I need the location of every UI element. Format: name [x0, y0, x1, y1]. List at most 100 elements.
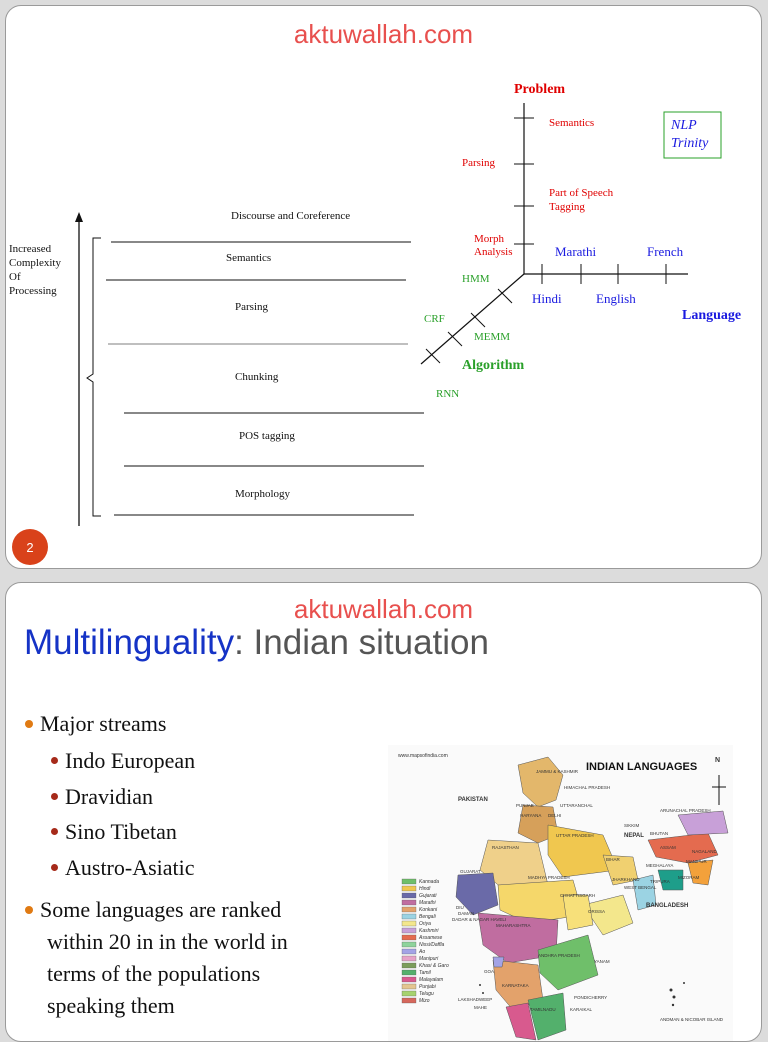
page-number-badge: 2	[12, 529, 48, 565]
legend-swatch	[401, 906, 417, 913]
sub-bullet-indo-european: Indo European	[51, 748, 195, 774]
algorithm-crf: CRF	[424, 313, 445, 325]
layer-chunking: Chunking	[235, 371, 279, 383]
legend-swatch	[401, 948, 417, 955]
region-up	[547, 824, 619, 878]
map-source: www.mapsofindia.com	[398, 753, 448, 759]
region-jk	[517, 756, 564, 808]
map-label: BANGLADESH	[646, 903, 689, 909]
region-orissa	[582, 894, 634, 936]
algorithm-axis	[420, 273, 525, 365]
map-title: INDIAN LANGUAGES	[586, 761, 698, 773]
watermark: aktuwallah.com	[293, 594, 474, 624]
map-label: MIZORAM	[678, 875, 700, 880]
map-label: WEST BENGAL	[624, 885, 657, 890]
legend-label: Telugu	[419, 990, 434, 997]
sub-bullet-austro-asiatic: Austro-Asiatic	[51, 855, 195, 881]
bullet-dot-icon	[51, 864, 58, 872]
bullet-dot-icon	[51, 828, 58, 836]
bullet-dot-icon	[25, 905, 33, 914]
region-assam	[647, 832, 719, 864]
india-languages-map: www.mapsofindia.com INDIAN LANGUAGES N J…	[388, 745, 733, 1041]
bullet-languages-ranked: Some languages are ranked within 20 in i…	[25, 894, 288, 1022]
north-label: N	[715, 757, 721, 764]
legend-label: Manipuri	[419, 955, 439, 962]
slide-multilinguality: aktuwallah.com Multilinguality: Indian s…	[5, 582, 762, 1042]
legend-swatch	[401, 878, 417, 885]
legend-swatch	[401, 969, 417, 976]
language-marathi: Marathi	[555, 244, 597, 259]
slide-nlp-trinity: aktuwallah.com	[5, 5, 762, 569]
algorithm-memm: MEMM	[474, 331, 511, 343]
legend-swatch	[401, 983, 417, 990]
complexity-arrowhead	[75, 212, 83, 222]
map-label: UTTAR PRADESH	[556, 833, 594, 838]
region-chhattisgarh	[562, 894, 594, 931]
legend-label: Oriya	[419, 920, 431, 927]
bullet-dot-icon	[51, 793, 58, 801]
diagram-lines	[75, 103, 722, 526]
region-meghalaya	[657, 869, 684, 891]
map-label: MAHARASHTRA	[496, 923, 531, 928]
legend-label: Khasi & Garo	[419, 962, 449, 969]
region-goa	[492, 956, 505, 968]
region-manipur	[687, 859, 714, 886]
layer-semantics: Semantics	[226, 252, 272, 264]
map-label: LAKSHADWEEP	[458, 997, 493, 1002]
legend-swatch	[401, 885, 417, 892]
map-label: MEGHALAYA	[646, 863, 674, 868]
watermark: aktuwallah.com	[293, 19, 474, 49]
region-arunachal	[677, 810, 729, 836]
map-label: HIMACHAL PRADESH	[564, 785, 611, 790]
map-label: CHHATTISGARH	[560, 893, 596, 898]
language-hindi: Hindi	[532, 291, 562, 306]
algorithm-rnn: RNN	[436, 388, 460, 400]
problem-parsing: Parsing	[462, 157, 495, 169]
legend-label: Ao	[419, 948, 426, 955]
map-label: PONDICHERRY	[574, 995, 608, 1000]
problem-semantics: Semantics	[549, 117, 595, 129]
layer-bracket	[86, 237, 101, 517]
layer-morphology: Morphology	[235, 488, 290, 500]
title-strong: Multilinguality	[24, 623, 235, 662]
legend-swatch	[401, 899, 417, 906]
title-rest: : Indian situation	[234, 623, 489, 662]
legend-swatch	[401, 934, 417, 941]
map-label: TAMILNADU	[530, 1007, 556, 1012]
language-french: French	[647, 244, 684, 259]
map-label: ASSAM	[660, 845, 676, 850]
nlp-trinity-text: NLP Trinity	[671, 118, 709, 151]
map-shapes	[401, 756, 729, 1041]
legend-label: Marathi	[419, 899, 436, 906]
sub-bullet-dravidian: Dravidian	[51, 784, 153, 810]
map-label: PUNJAB	[516, 803, 534, 808]
map-label: DADAR & NAGAR HAVELI	[452, 917, 507, 922]
bullet-major-streams: Major streams	[25, 711, 166, 737]
map-label: HARYANA	[520, 813, 542, 818]
legend-swatch	[401, 941, 417, 948]
map-label: MADHYA PRADESH	[528, 875, 570, 880]
legend-swatch	[401, 927, 417, 934]
region-mp	[497, 879, 584, 924]
map-label: JAMMU & KASHMIR	[536, 769, 579, 774]
map-label: DELHI	[548, 813, 562, 818]
slide-title: Multilinguality: Indian situation	[24, 623, 489, 663]
map-label: TRIPURA	[650, 879, 670, 884]
bullet-dot-icon	[51, 757, 58, 765]
algorithm-axis-label: Algorithm	[462, 358, 525, 373]
problem-morph-analysis: Morph Analysis	[474, 233, 513, 258]
region-ap	[537, 934, 599, 991]
legend-swatch	[401, 997, 417, 1004]
legend-label: Konkani	[419, 906, 438, 913]
region-wb	[632, 874, 657, 911]
legend-swatch	[401, 913, 417, 920]
map-label: BHUTAN	[650, 831, 669, 836]
language-axis-label: Language	[682, 308, 742, 323]
map-label: DAMAN	[458, 911, 475, 916]
sub-bullet-sino-tibetan: Sino Tibetan	[51, 819, 177, 845]
map-label: MANIPUR	[686, 859, 707, 864]
layer-pos-tagging: POS tagging	[239, 430, 295, 442]
complexity-label: Increased Complexity Of Processing	[9, 243, 61, 297]
legend-label: Kannada	[419, 878, 440, 885]
map-label: KARAIKAL	[570, 1007, 593, 1012]
